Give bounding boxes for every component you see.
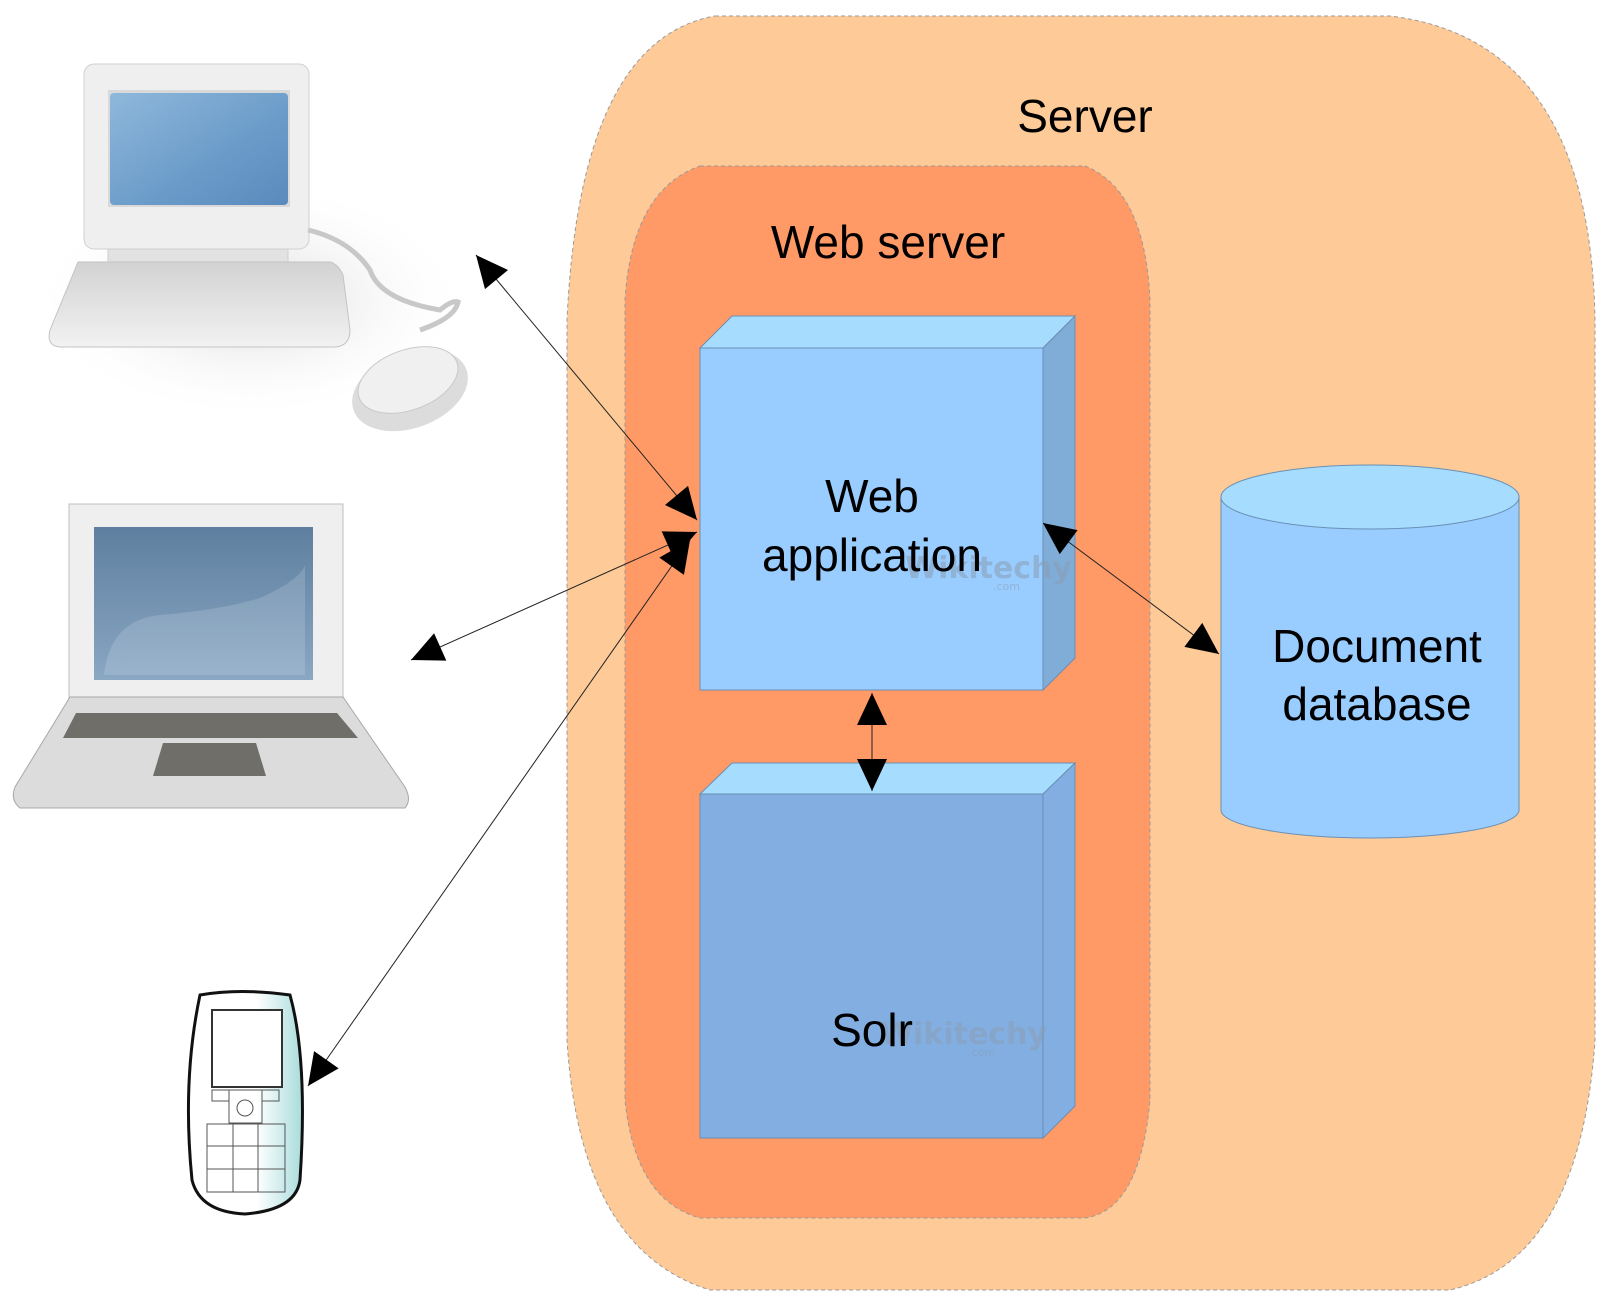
watermark-suffix: .com <box>968 1046 995 1059</box>
watermark-logo: Wikitechy <box>880 1017 1047 1052</box>
arrowhead-icon <box>1184 622 1219 654</box>
arrowhead-icon <box>1043 523 1078 555</box>
document-database-body <box>1220 496 1520 839</box>
document-database-top <box>1220 464 1520 530</box>
arrowhead-icon <box>857 759 887 791</box>
connections <box>307 254 1220 1087</box>
web-application-side-face <box>1042 314 1076 692</box>
web-application-label-line2: application <box>762 529 982 581</box>
document-database-label-line1: Document <box>1272 620 1482 672</box>
arrowhead-icon <box>476 255 509 290</box>
web-application-node[interactable]: Wikitechy .com Web application <box>698 314 1077 692</box>
watermark-suffix: .com <box>993 580 1020 593</box>
watermark-logo: Wikitechy <box>905 551 1072 586</box>
connection-line-web_application-to-document-database <box>1042 522 1220 655</box>
connection-line-desktop-computer-to-web-application <box>475 254 698 521</box>
arrowhead-icon <box>661 531 697 559</box>
solr-node[interactable]: Wikitechy .com Solr <box>698 761 1077 1140</box>
web-application-top-face <box>698 315 1077 349</box>
arrowhead-icon <box>857 693 887 725</box>
solr-top-face <box>698 762 1077 795</box>
web-server-label: Web server <box>771 216 1005 268</box>
arrowhead-icon <box>659 540 690 575</box>
laptop-icon <box>12 503 409 809</box>
arrowhead-icon <box>308 1051 339 1086</box>
solr-front-face <box>699 793 1044 1139</box>
connection-line-laptop-to-web-application <box>410 531 698 661</box>
desktop-computer-icon <box>30 63 470 432</box>
web-application-front-face <box>699 347 1044 691</box>
solr-label: Solr <box>831 1004 913 1056</box>
document-database-label-line2: database <box>1282 678 1471 730</box>
web-application-label-line1: Web <box>825 470 919 522</box>
solr-side-face <box>1042 761 1076 1140</box>
arrowhead-icon <box>411 633 447 661</box>
arrowhead-icon <box>664 485 697 520</box>
document-database-node[interactable]: Document database <box>1220 464 1520 839</box>
mobile-phone-icon <box>186 990 304 1216</box>
connection-line-mobile-phone-to-web-application <box>307 539 691 1087</box>
server-label: Server <box>1017 90 1152 142</box>
